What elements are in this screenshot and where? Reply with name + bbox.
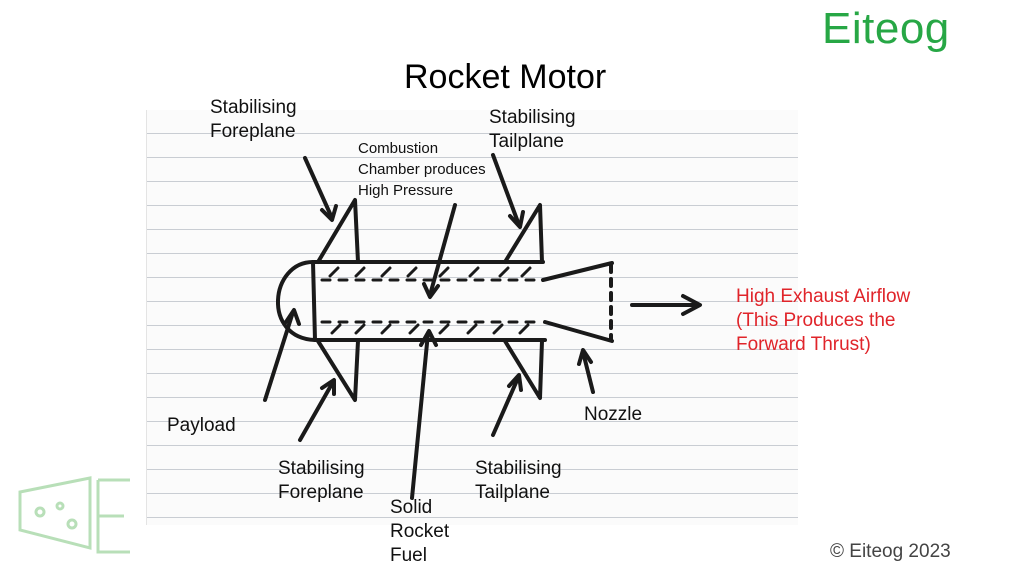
copyright-text: © Eiteog 2023 [830,541,951,562]
label-foreplane-bottom: Stabilising Foreplane [278,458,365,503]
pointer-fuel-head [419,329,438,347]
pointer-nozzle [581,350,595,394]
pointer-foreplane-bottom [298,380,335,442]
label-combustion-chamber: Combustion Chamber produces High Pressur… [358,140,486,199]
exhaust-arrow-head [681,294,702,316]
label-exhaust-airflow: High Exhaust Airflow (This Produces the … [736,286,911,355]
diagram-title: Rocket Motor [404,58,607,96]
pointer-tailplane-bottom-head [507,373,523,392]
pointer-foreplane-bottom-head [320,378,336,396]
label-foreplane-top: Stabilising Foreplane [210,97,297,142]
label-tailplane-bottom: Stabilising Tailplane [475,458,562,503]
pointer-combustion [428,203,457,297]
foreplane-top [316,198,360,264]
pointer-payload [263,310,295,402]
pointer-foreplane-top [303,156,334,220]
watermark-logo-icon [18,476,130,554]
label-solid-rocket-fuel: Solid Rocket Fuel [390,497,450,566]
lined-paper-background [146,110,798,525]
tailplane-bottom [503,339,544,400]
nozzle-bottom [543,320,614,343]
pointer-payload-head [284,308,301,326]
brand-logo-text: Eiteog [822,4,950,53]
pointer-tailplane-top [491,153,521,227]
pointer-tailplane-bottom [491,376,520,437]
pointer-fuel [410,331,430,500]
pointer-foreplane-top-head [320,204,338,222]
fuel-grain-hatching [320,266,539,335]
foreplane-bottom [316,339,360,402]
label-payload: Payload [167,415,236,436]
pointer-combustion-head [422,282,440,299]
label-tailplane-top: Stabilising Tailplane [489,107,576,152]
nozzle-top [541,261,614,282]
rocket-body-rear [311,260,317,342]
tailplane-top [503,203,544,264]
pointer-tailplane-top-head [508,210,525,229]
label-nozzle: Nozzle [584,404,643,425]
pointer-nozzle-head [577,348,593,366]
payload-nose-cone [276,260,317,342]
